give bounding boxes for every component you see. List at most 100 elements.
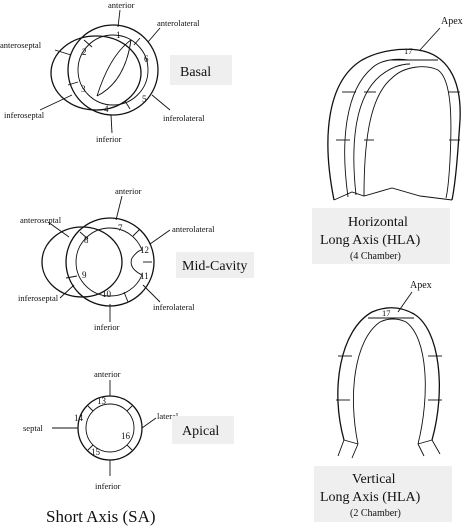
label-anterolateral: anterolateral bbox=[172, 224, 215, 234]
mid-divider bbox=[79, 231, 89, 240]
segment-number: 13 bbox=[97, 396, 107, 406]
mid-wall-inner bbox=[75, 227, 143, 297]
segment-number: 11 bbox=[140, 271, 149, 281]
basal-divider bbox=[67, 81, 79, 86]
label-inferolateral: inferolateral bbox=[163, 113, 205, 123]
label-anteroseptal: anteroseptal bbox=[20, 215, 62, 225]
hla-title-line1: Horizontal bbox=[348, 215, 408, 230]
leader-line bbox=[115, 195, 123, 221]
apical-divider bbox=[87, 444, 94, 451]
basal-title: Basal bbox=[180, 65, 211, 80]
apical-wall-outer bbox=[77, 395, 143, 461]
vla-base-left bbox=[337, 439, 359, 459]
mid-title: Mid-Cavity bbox=[182, 259, 247, 274]
label-inferior: inferior bbox=[95, 481, 121, 491]
label-anteroseptal: anteroseptal bbox=[0, 40, 42, 50]
basal-valve-line-2 bbox=[96, 39, 132, 97]
basal-divider bbox=[83, 39, 93, 48]
segment-number: 7 bbox=[118, 223, 123, 233]
label-anterior: anterior bbox=[94, 369, 121, 379]
vla-title-box bbox=[314, 466, 452, 522]
basal-diagram: anterior anterolateral anteroseptal infe… bbox=[0, 0, 232, 144]
basal-title-box bbox=[170, 55, 232, 85]
apical-diagram: anterior septal lateral inferior 13 14 1… bbox=[23, 369, 234, 491]
label-inferior: inferior bbox=[94, 322, 120, 332]
apical-divider bbox=[126, 444, 133, 451]
apical-wall-inner bbox=[85, 403, 135, 453]
segment-number: 17 bbox=[382, 308, 391, 318]
basal-divider bbox=[133, 37, 141, 46]
basal-wall-inner bbox=[77, 34, 149, 106]
vla-title-line2: Long Axis (HLA) bbox=[320, 490, 421, 505]
vla-base-right bbox=[417, 439, 441, 457]
leader-line bbox=[110, 114, 113, 134]
label-anterior: anterior bbox=[115, 186, 142, 196]
vla-inner-wall bbox=[353, 318, 426, 445]
hla-diagram: 17 Apex Horizontal Long Axis (HLA) (4 Ch… bbox=[312, 16, 463, 264]
label-anterior: anterior bbox=[108, 0, 135, 10]
vla-subtitle: (2 Chamber) bbox=[350, 508, 401, 519]
mid-outer-ring bbox=[41, 226, 123, 298]
segment-number: 16 bbox=[121, 431, 131, 441]
hla-subtitle: (4 Chamber) bbox=[350, 251, 401, 262]
label-anterolateral: anterolateral bbox=[157, 18, 200, 28]
basal-valve-line bbox=[96, 39, 132, 97]
basal-wall-outer bbox=[67, 24, 159, 116]
segment-number: 9 bbox=[82, 270, 87, 280]
vla-outer-wall bbox=[337, 307, 440, 441]
mid-divider bbox=[65, 275, 78, 279]
segment-number: 17 bbox=[404, 46, 413, 56]
leader-line bbox=[141, 417, 157, 429]
leader-line bbox=[39, 94, 73, 111]
leader-line bbox=[147, 27, 161, 43]
segment-number: 15 bbox=[91, 447, 101, 457]
segment-number: 5 bbox=[142, 94, 147, 104]
hla-base bbox=[333, 187, 453, 201]
segment-number: 8 bbox=[84, 235, 89, 245]
apical-title-box bbox=[172, 416, 234, 444]
leader-line bbox=[47, 221, 70, 238]
segment-number: 6 bbox=[144, 54, 149, 64]
vla-title-line1: Vertical bbox=[352, 472, 396, 487]
short-axis-caption: Short Axis (SA) bbox=[46, 507, 156, 526]
basal-outer-ring bbox=[50, 35, 142, 111]
hla-apex-leader bbox=[419, 27, 441, 51]
leader-line bbox=[149, 229, 171, 245]
label-inferoseptal: inferoseptal bbox=[4, 110, 45, 120]
hla-septum-left bbox=[344, 58, 409, 198]
hla-apex-label: Apex bbox=[441, 16, 463, 27]
leader-line bbox=[117, 9, 121, 28]
segment-number: 4 bbox=[104, 104, 109, 114]
label-inferoseptal: inferoseptal bbox=[18, 293, 59, 303]
leader-line bbox=[54, 49, 72, 56]
segment-number: 2 bbox=[82, 47, 87, 57]
leader-line bbox=[151, 94, 171, 111]
segment-number: 12 bbox=[140, 245, 149, 255]
vla-diagram: 17 Apex Vertical Long Axis (HLA) (2 Cham… bbox=[314, 280, 452, 522]
segment-number: 14 bbox=[74, 413, 84, 423]
apical-divider bbox=[87, 405, 94, 412]
vla-apex-label: Apex bbox=[410, 280, 432, 291]
hla-septum-right bbox=[353, 63, 411, 196]
vla-apex-leader bbox=[397, 291, 413, 313]
label-lateral: lateral bbox=[157, 411, 179, 421]
apical-title: Apical bbox=[182, 424, 219, 439]
basal-divider bbox=[124, 100, 131, 110]
mid-cavity-diagram: anterior anterolateral anteroseptal infe… bbox=[18, 186, 254, 332]
leader-line bbox=[142, 284, 161, 303]
hla-title-line2: Long Axis (HLA) bbox=[320, 233, 421, 248]
label-inferolateral: inferolateral bbox=[153, 302, 195, 312]
apical-divider bbox=[126, 405, 133, 412]
segment-number: 1 bbox=[116, 30, 121, 40]
mid-divider bbox=[123, 291, 129, 303]
hla-lv-inner bbox=[363, 66, 452, 199]
segment-number: 3 bbox=[81, 84, 86, 94]
leader-line bbox=[59, 284, 75, 299]
label-septal: septal bbox=[23, 423, 43, 433]
mid-divider bbox=[132, 228, 141, 237]
mid-title-box bbox=[176, 252, 254, 278]
label-inferior: inferior bbox=[96, 134, 122, 144]
segment-number: 10 bbox=[102, 289, 112, 299]
